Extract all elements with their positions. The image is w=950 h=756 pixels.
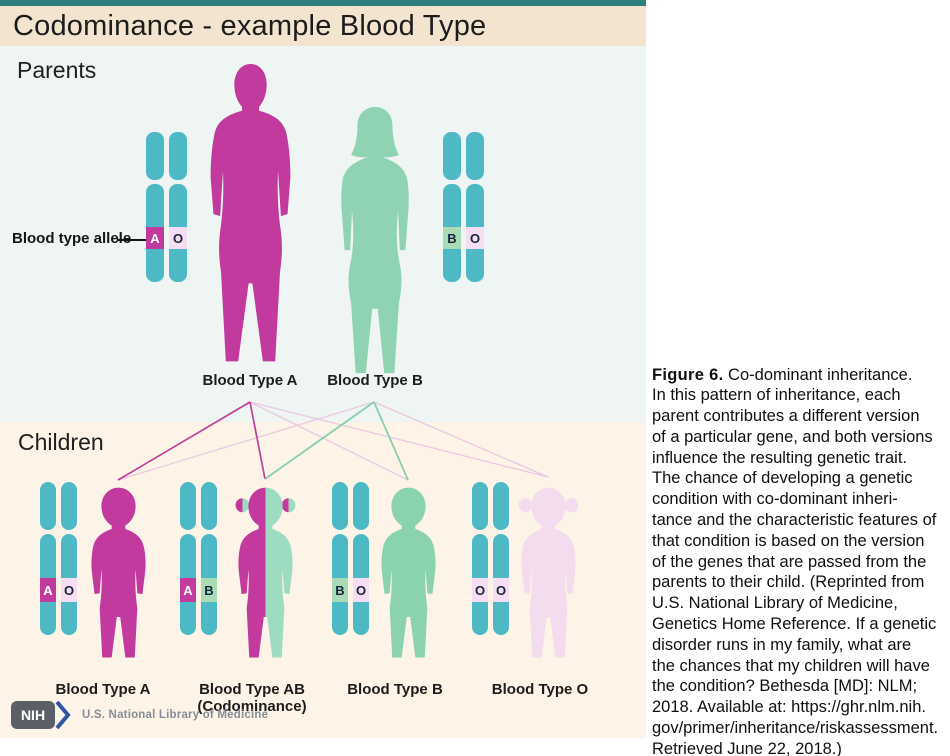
allele-band-a: A: [146, 227, 164, 249]
child4-chromosome-pair: O O: [472, 482, 509, 635]
figure-caption-text: Co-dominant inheritance. In this pattern…: [652, 365, 939, 756]
parents-section-label: Parents: [17, 57, 97, 83]
allele-band-b: B: [332, 578, 348, 602]
children-section-label: Children: [18, 429, 104, 455]
child1-blood-type-label: Blood Type A: [55, 681, 151, 698]
child2-blood-type-label: Blood Type AB (Codominance): [177, 681, 327, 715]
allele-band-b: B: [201, 578, 217, 602]
allele-band-o: O: [61, 578, 77, 602]
child2-blood-type-text: Blood Type AB: [199, 681, 305, 698]
child2-silhouette-ab-split: [235, 487, 296, 658]
allele-band-o: O: [169, 227, 187, 249]
mother-chromosome-pair: B O: [443, 132, 484, 282]
top-accent-strip: [0, 0, 646, 6]
allele-band-a: A: [40, 578, 56, 602]
allele-band-o: O: [472, 578, 488, 602]
chromatid: A: [40, 482, 56, 635]
child3-blood-type-label: Blood Type B: [347, 681, 443, 698]
mother-blood-type-label: Blood Type B: [327, 372, 423, 389]
mother-silhouette: [341, 107, 409, 374]
father-blood-type-label: Blood Type A: [202, 372, 298, 389]
diagram-title-bar: Codominance - example Blood Type: [0, 6, 646, 46]
chromatid: O: [61, 482, 77, 635]
codominance-diagram: Codominance - example Blood Type Parents…: [0, 0, 646, 738]
diagram-title: Codominance - example Blood Type: [13, 9, 487, 42]
chromatid: O: [169, 132, 187, 282]
chromatid: B: [332, 482, 348, 635]
child4-silhouette: [518, 487, 579, 658]
figure-caption: Figure 6. Co-dominant inheritance. In th…: [652, 365, 948, 756]
child4-blood-type-label: Blood Type O: [491, 681, 589, 698]
father-silhouette: [210, 64, 291, 362]
chromatid: O: [466, 132, 484, 282]
child1-silhouette: [91, 487, 146, 658]
blood-type-allele-label: Blood type allele: [12, 230, 132, 247]
child3-chromosome-pair: B O: [332, 482, 369, 635]
father-chromosome-pair: A O: [146, 132, 187, 282]
figure-caption-number: Figure 6.: [652, 365, 724, 384]
nih-chevron-icon: [55, 700, 71, 730]
chromatid: O: [493, 482, 509, 635]
chromatid: B: [201, 482, 217, 635]
allele-band-o: O: [353, 578, 369, 602]
chromatid: A: [180, 482, 196, 635]
chromatid: O: [472, 482, 488, 635]
chromatid: O: [353, 482, 369, 635]
child2-chromosome-pair: A B: [180, 482, 217, 635]
child1-chromosome-pair: A O: [40, 482, 77, 635]
chromatid: A: [146, 132, 164, 282]
nih-logo-text: NIH: [21, 707, 45, 723]
nih-library-text: U.S. National Library of Medicine: [82, 709, 269, 721]
allele-band-a: A: [180, 578, 196, 602]
child2-codominance-text: (Codominance): [197, 698, 307, 715]
nih-footer: NIH U.S. National Library of Medicine: [10, 700, 268, 730]
allele-pointer-line: [117, 239, 146, 241]
allele-band-o: O: [466, 227, 484, 249]
child3-silhouette: [381, 487, 436, 658]
parents-section-background: [0, 46, 646, 422]
allele-band-b: B: [443, 227, 461, 249]
nih-logo-icon: NIH: [11, 700, 71, 730]
allele-band-o: O: [493, 578, 509, 602]
chromatid: B: [443, 132, 461, 282]
